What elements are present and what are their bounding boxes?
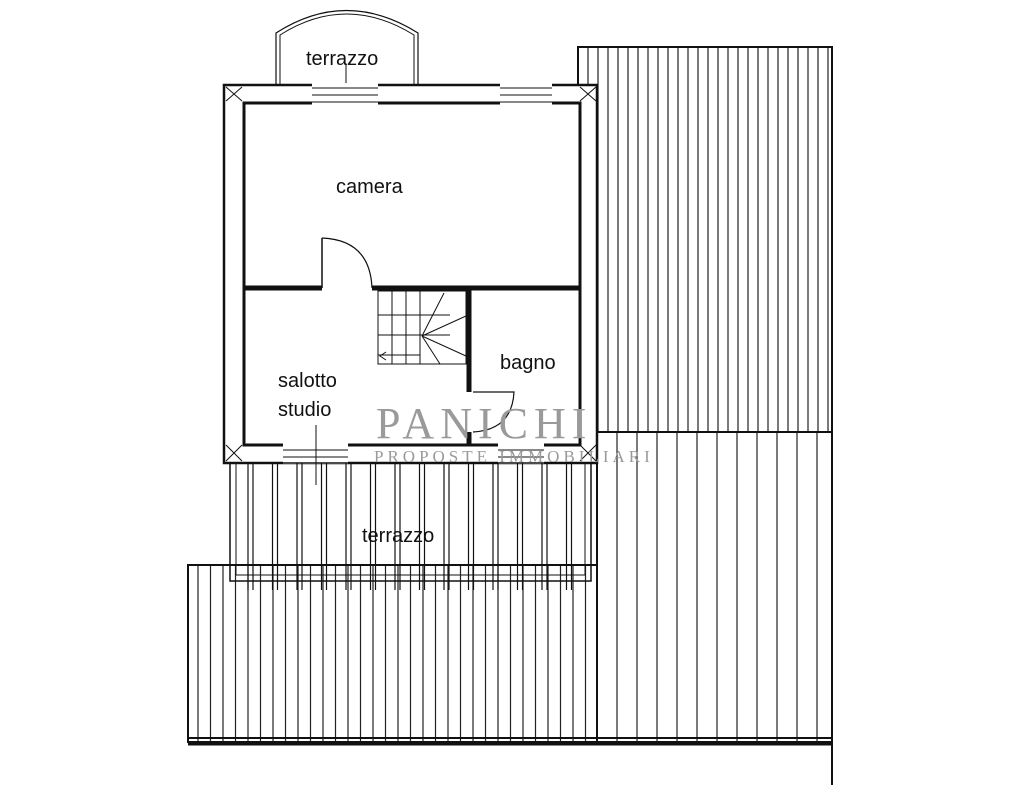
door-swing-bagno xyxy=(472,391,515,433)
door-swing-camera xyxy=(321,237,373,289)
roof-lower-left xyxy=(187,564,598,743)
label-salotto: salotto xyxy=(278,370,337,392)
top-terrace-railing xyxy=(275,10,419,86)
label-studio: studio xyxy=(278,399,331,421)
interior-walls xyxy=(242,101,582,447)
watermark-tagline: PROPOSTE IMMOBILIARI xyxy=(374,447,654,466)
label-terrazzo-bottom: terrazzo xyxy=(362,525,434,547)
bottom-terrace-railing xyxy=(229,462,592,582)
watermark-brand: PANICHI xyxy=(376,399,592,448)
label-camera: camera xyxy=(336,176,404,198)
label-terrazzo-top: terrazzo xyxy=(306,48,378,70)
label-bagno: bagno xyxy=(500,352,556,374)
roof-hatching xyxy=(197,47,829,742)
staircase xyxy=(377,290,467,365)
building-outline xyxy=(222,83,599,465)
roof-upper-right xyxy=(577,46,833,433)
